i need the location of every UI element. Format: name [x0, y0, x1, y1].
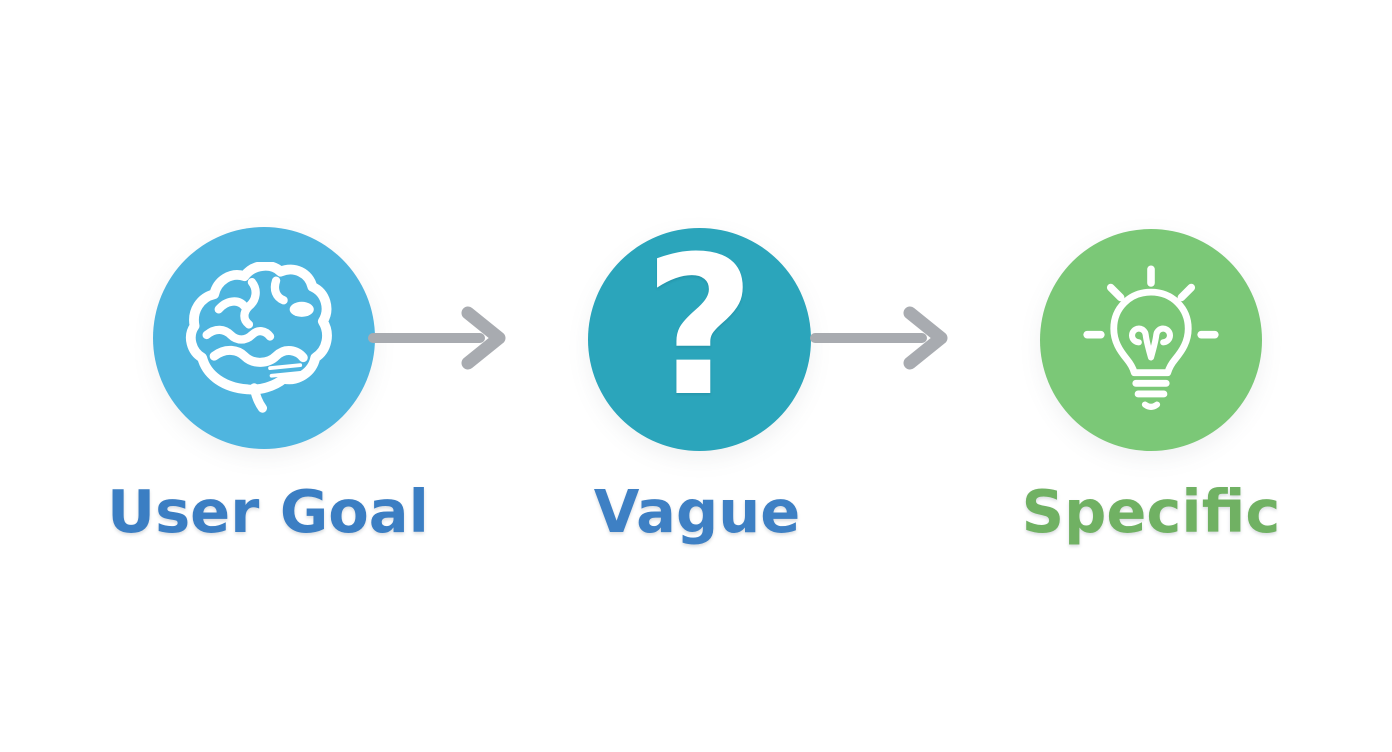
arrow-right-icon	[368, 306, 506, 370]
step-circle-specific	[1040, 229, 1262, 451]
step-label-user-goal: User Goal	[107, 477, 429, 546]
step-label-vague: Vague	[593, 477, 801, 546]
step-label-specific: Specific	[1021, 477, 1281, 546]
brain-icon	[185, 262, 332, 413]
lightbulb-icon	[1083, 265, 1219, 410]
question-mark-icon: ?	[643, 215, 756, 439]
step-circle-user-goal	[153, 227, 375, 449]
step-circle-vague: ?	[588, 228, 811, 451]
arrow-right-icon	[810, 306, 948, 370]
